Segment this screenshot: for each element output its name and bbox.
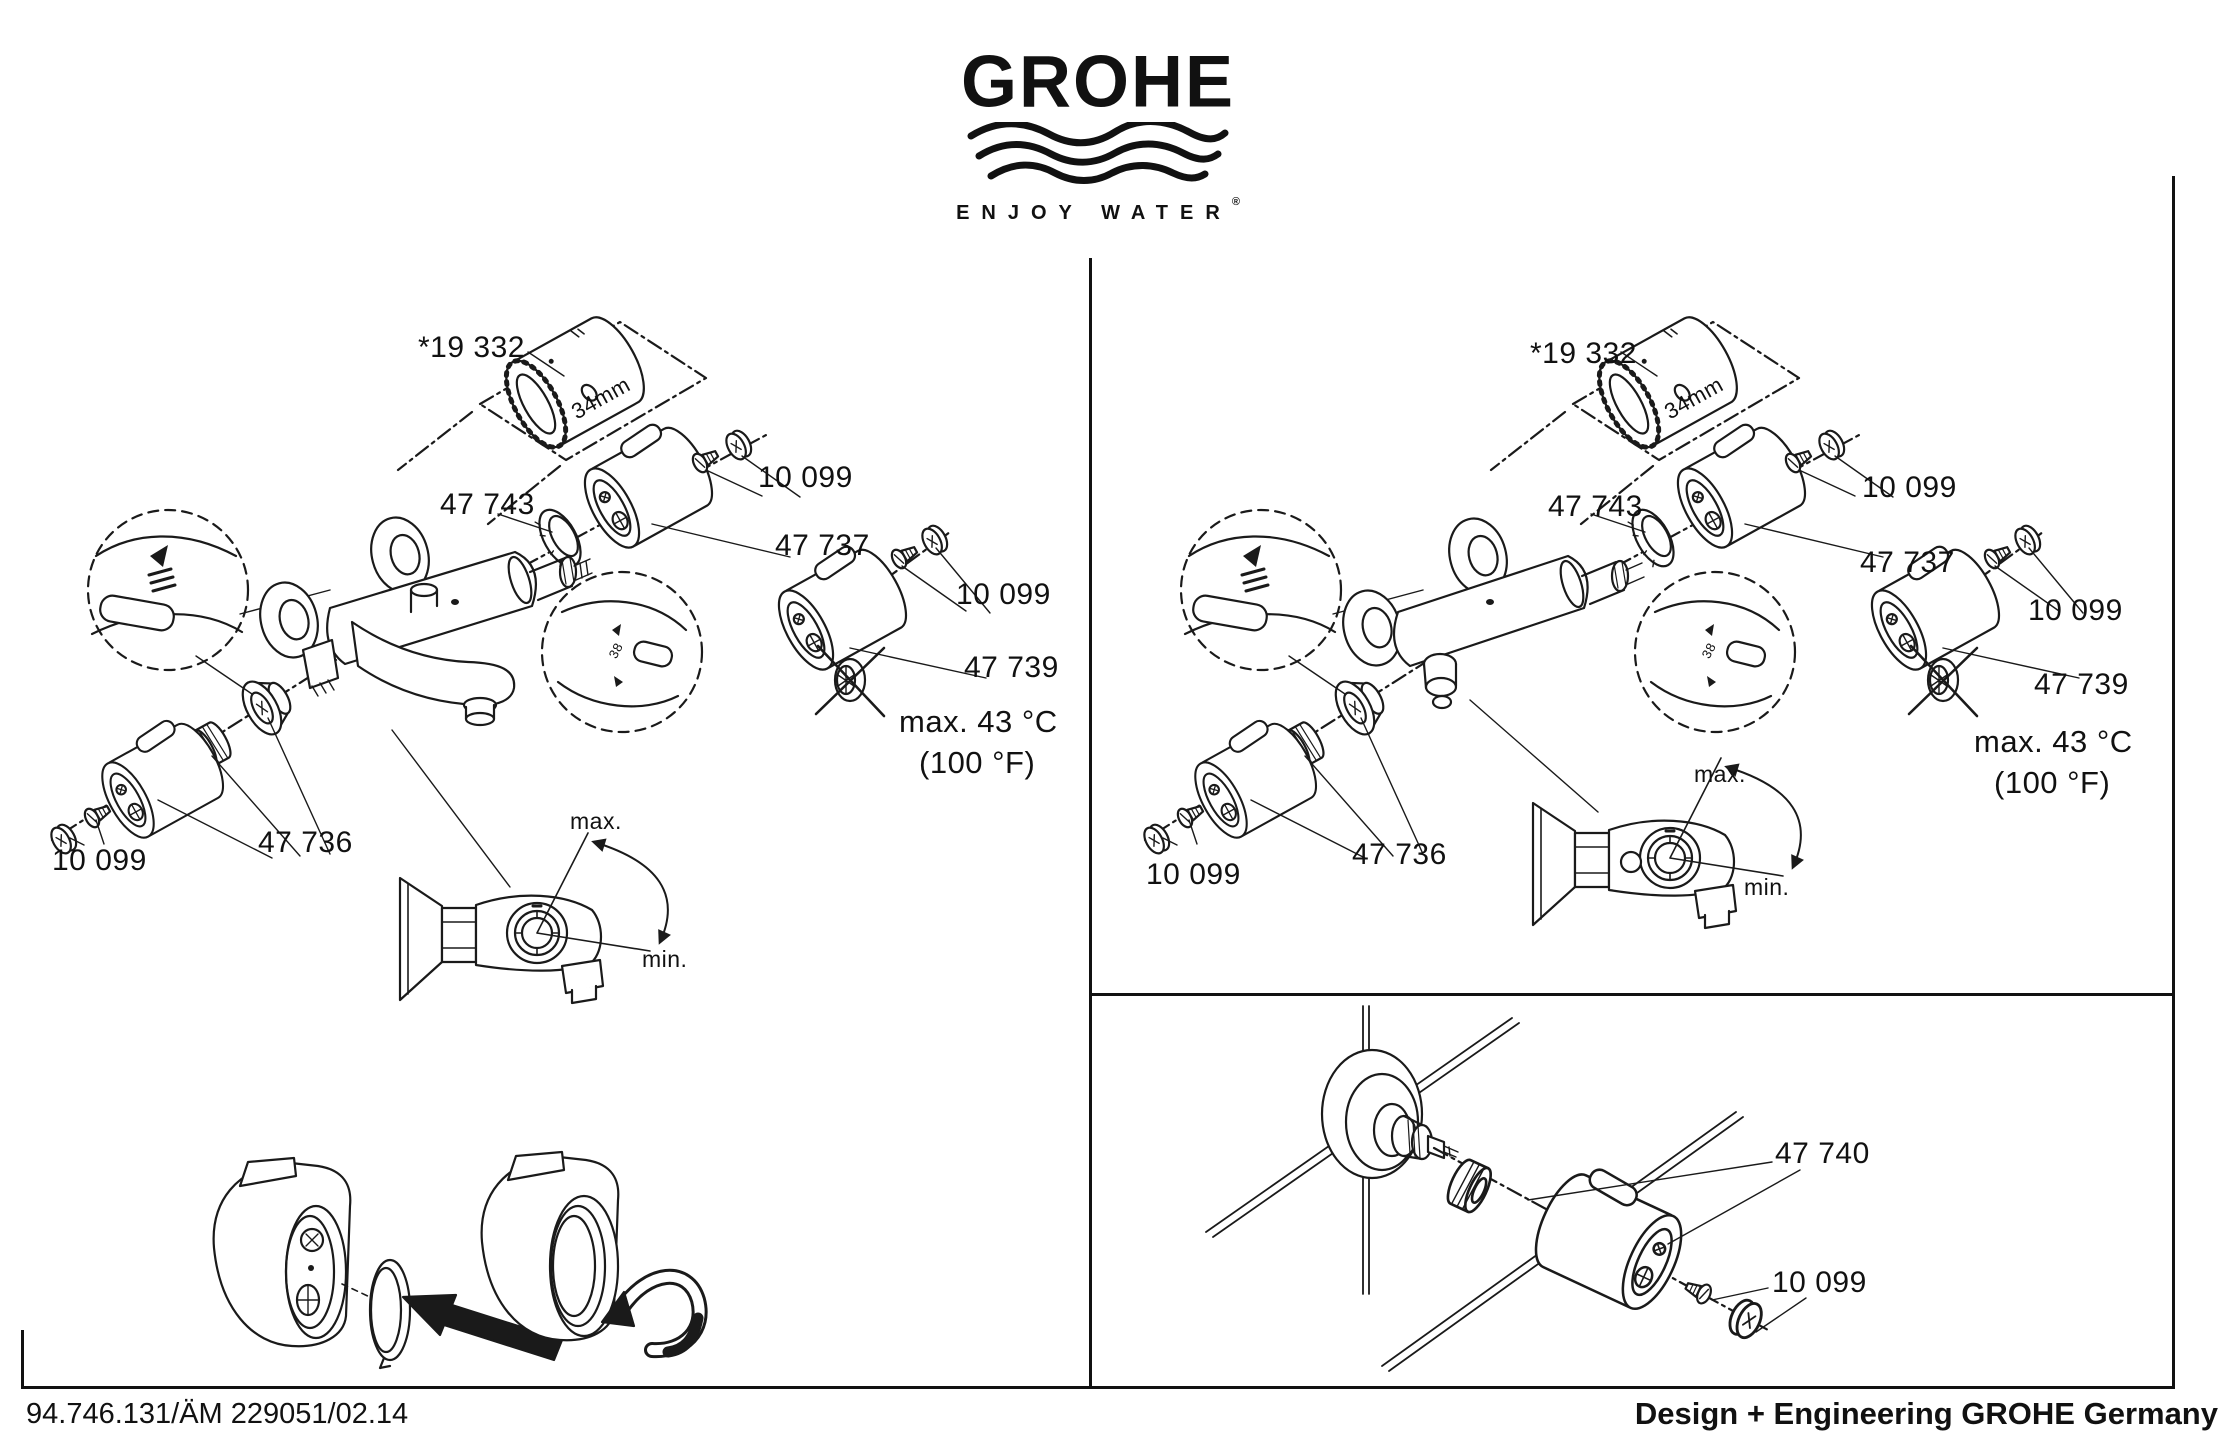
grohe-waves-icon [967,122,1229,184]
part-label-handle-47739: 47 739 [2034,668,2129,701]
left-temperature-dial [400,833,668,1003]
extension-set-drawing [1205,1005,1807,1372]
bottom-left-tick [21,1330,24,1388]
temp-limit-celsius: max. 43 °C [899,704,1058,739]
part-label-screw-cap-bottom: 10 099 [1146,858,1241,891]
dial-min-label: min. [1744,874,1790,900]
temp-limit-fahrenheit: (100 °F) [1994,765,2111,800]
temp-limit-fahrenheit: (100 °F) [919,745,1036,780]
part-label-screw-cap: 10 099 [1772,1266,1867,1299]
part-label-screw-cap-top: 10 099 [1862,471,1957,504]
right-temperature-dial [1533,758,1801,928]
leader-lines [1527,1161,1807,1333]
document-number: 94.746.131/ÄM 229051/02.14 [26,1398,409,1430]
part-label-stop-ring: 47 743 [440,488,535,521]
bath-mixer-body [251,509,593,727]
right-border [2172,176,2175,1388]
bottom-rule [21,1386,2175,1389]
handle-cap-illustrations [212,1150,708,1370]
design-credit: Design + Engineering GROHE Germany [1634,1396,2218,1431]
dial-max-label: max. [570,808,622,834]
part-label-thermostat-handle: *19 332 [418,331,525,364]
part-label-handle-47737: 47 737 [775,529,870,562]
part-label-thermostat-handle: *19 332 [1530,337,1637,370]
center-divider [1089,258,1092,1388]
left-exploded-view-drawing [0,178,1090,1370]
part-label-handle-47737: 47 737 [1860,546,1955,579]
logo-tagline: ENJOY WATER® [956,196,1240,224]
part-label-flow-handle: 47 736 [1352,838,1447,871]
right-exploded-view-drawing [1090,258,2173,995]
dial-max-label: max. [1694,761,1746,787]
grohe-logo: GROHE ENJOY WATER® [952,41,1244,225]
part-label-stop-ring: 47 743 [1548,490,1643,523]
right-exploded-parts [1140,309,2083,858]
registered-mark: ® [1231,196,1240,208]
right-horizontal-divider [1089,993,2175,996]
shower-mixer-body [1334,510,1645,710]
part-label-screw-cap-mid: 10 099 [956,578,1051,611]
temp-limit-celsius: max. 43 °C [1974,724,2133,759]
part-label-extension: 47 740 [1775,1137,1870,1170]
part-label-flow-handle: 47 736 [258,826,353,859]
dial-min-label: min. [642,946,688,972]
part-label-screw-cap-bottom: 10 099 [52,844,147,877]
wall-escutcheon [1320,1048,1459,1180]
grohe-wordmark: GROHE [960,41,1236,123]
part-label-handle-47739: 47 739 [964,651,1059,684]
part-label-screw-cap-mid: 10 099 [2028,594,2123,627]
part-label-screw-cap-top: 10 099 [758,461,853,494]
